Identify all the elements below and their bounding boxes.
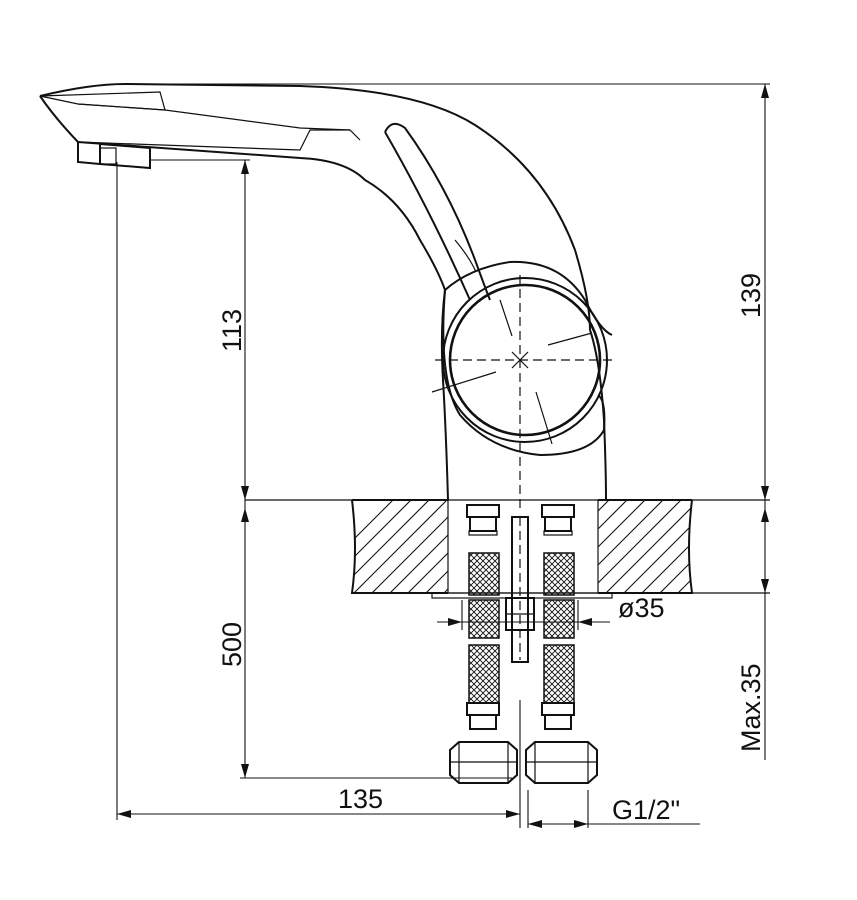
faucet-body (39, 82, 613, 501)
dim-spout-reach-label: 135 (338, 784, 383, 814)
mounting-stud (505, 516, 535, 663)
dim-hole-diameter: ø35 (437, 593, 665, 630)
dim-thread: G1/2" (527, 790, 700, 828)
dim-spout-reach: 135 (116, 162, 521, 828)
dim-total-height-label: 139 (736, 273, 766, 318)
right-supply-hose (525, 504, 598, 784)
dim-max-thickness-label: Max.35 (736, 663, 766, 752)
dim-total-height: 139 (125, 83, 770, 500)
dim-spout-height: 113 (150, 159, 250, 500)
dim-max-thickness: Max.35 (736, 500, 769, 760)
dim-thread-label: G1/2" (612, 795, 680, 825)
dim-hose-length: 500 (217, 500, 512, 779)
cartridge-centerlines (431, 275, 612, 508)
dim-hose-length-label: 500 (217, 622, 247, 667)
dim-spout-height-label: 113 (217, 309, 247, 352)
left-supply-hose (449, 504, 518, 784)
countertop-hatching (352, 500, 692, 593)
dim-hole-diameter-label: ø35 (618, 593, 665, 623)
